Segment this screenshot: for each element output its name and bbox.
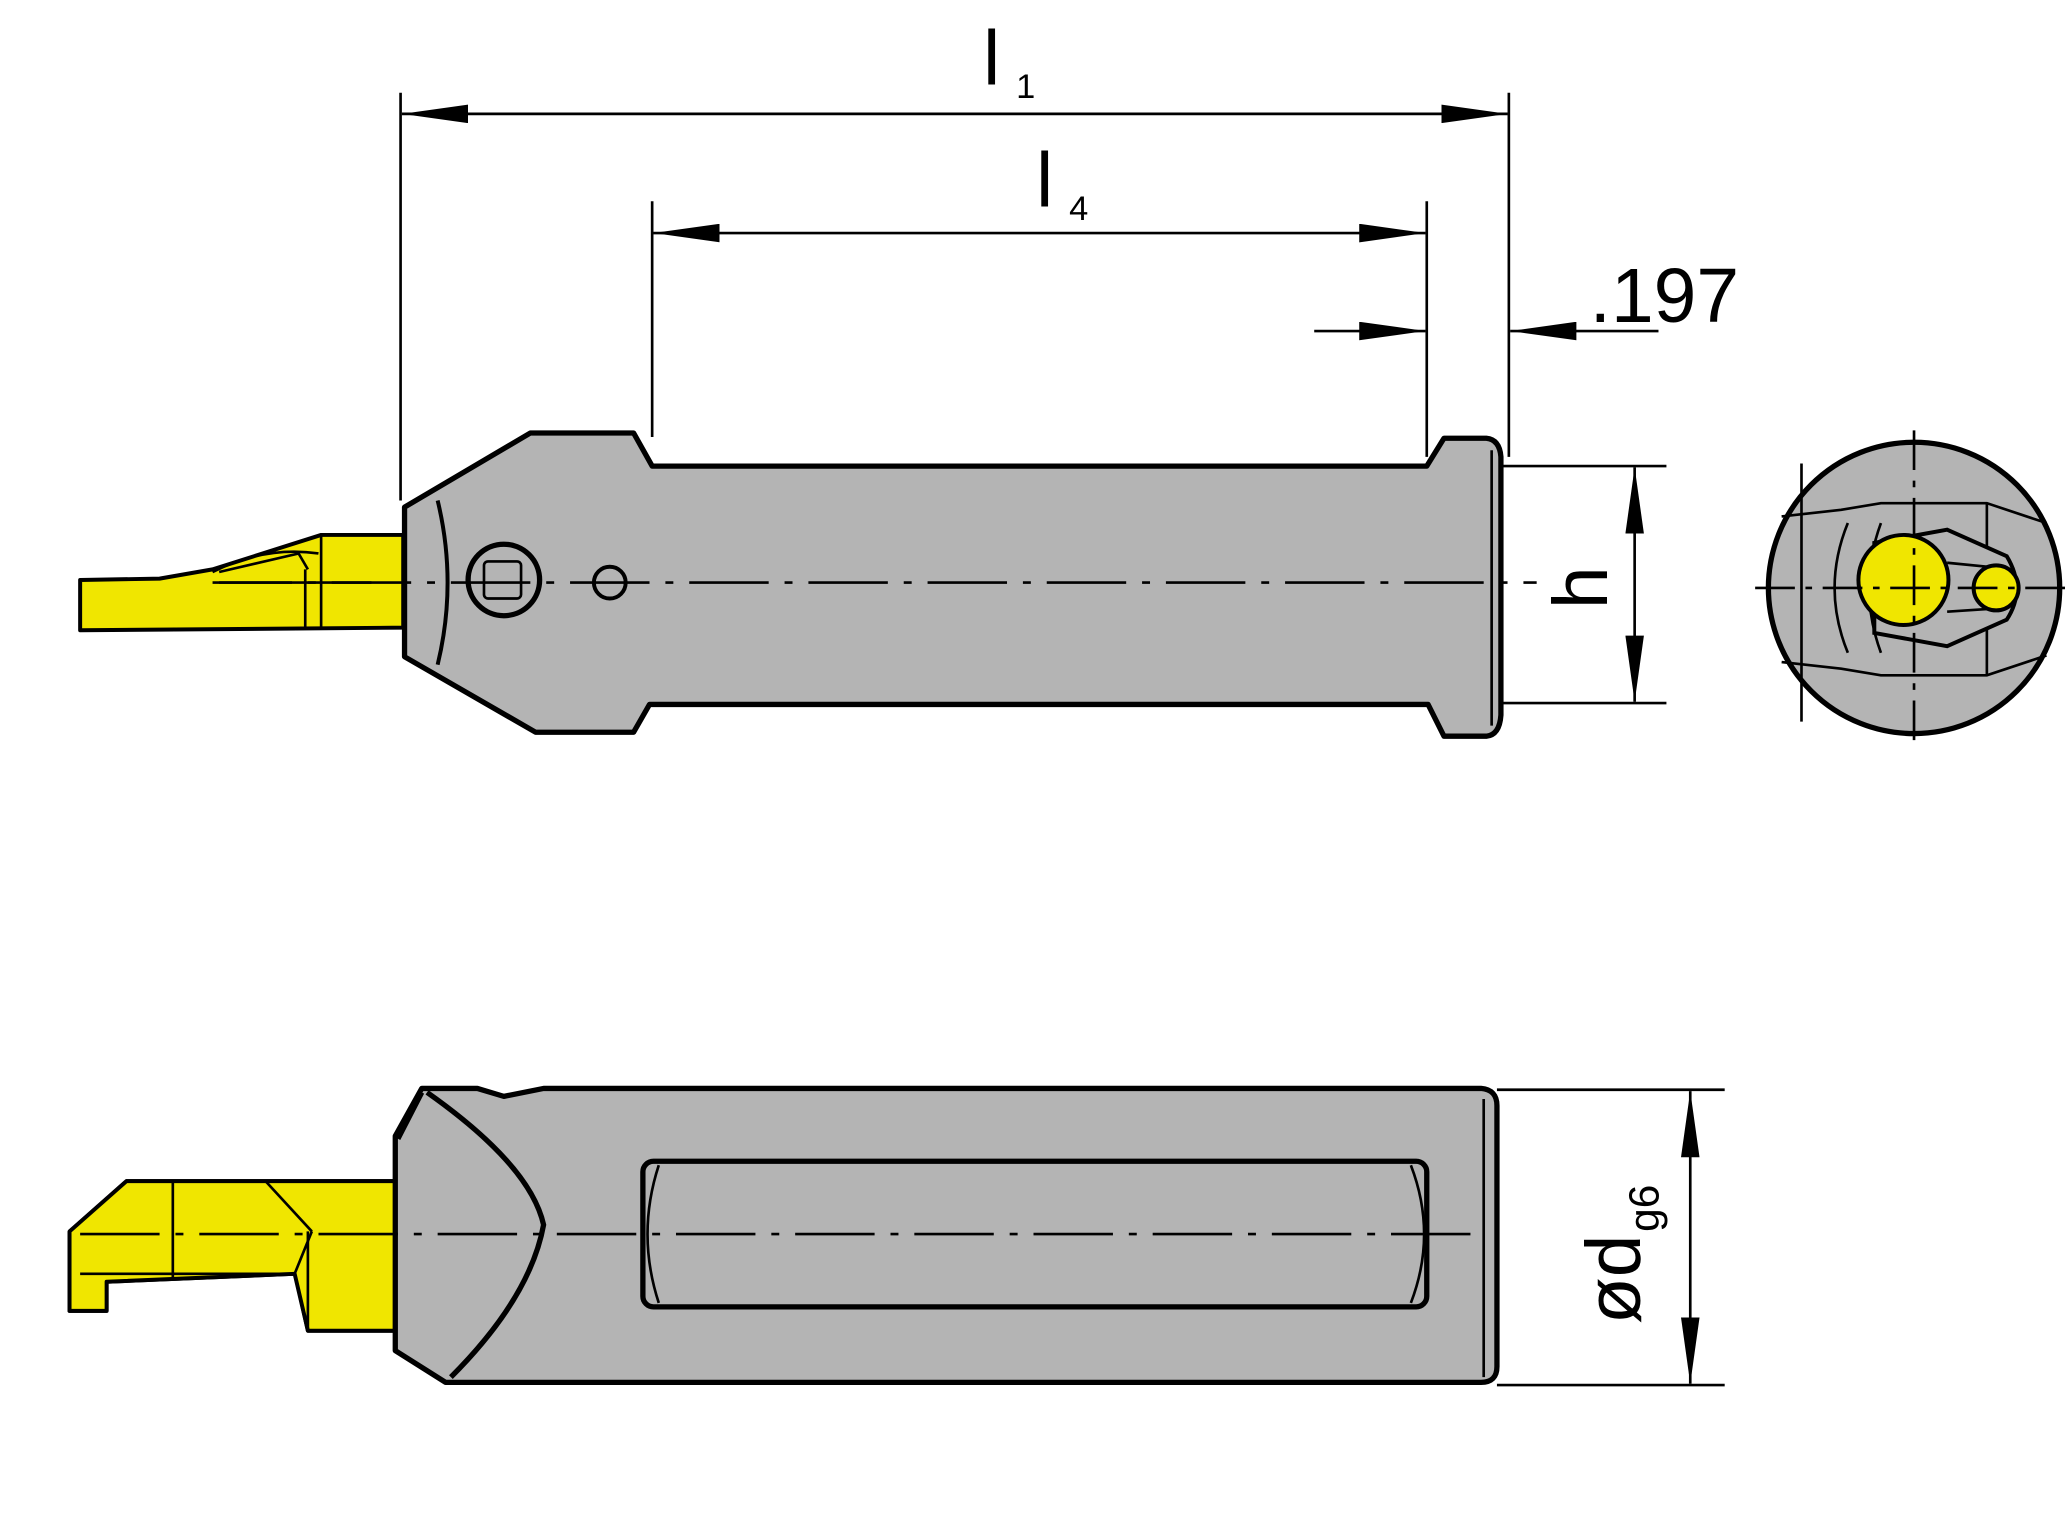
end-view — [1755, 430, 2067, 742]
label-h: h — [1538, 566, 1624, 609]
top-view — [67, 1085, 1725, 1387]
label-d: ødg6 — [1571, 1185, 1668, 1324]
body-top-face — [395, 1090, 547, 1379]
end-view-insert-main — [1856, 532, 1951, 627]
side-view — [78, 92, 1667, 739]
tool-body-side — [401, 430, 1504, 739]
body-chamfer-arc — [435, 500, 450, 666]
cutting-insert-top-fill — [67, 1179, 398, 1333]
clamp-screw-socket — [482, 560, 523, 600]
label-197: .197 — [1590, 253, 1739, 339]
